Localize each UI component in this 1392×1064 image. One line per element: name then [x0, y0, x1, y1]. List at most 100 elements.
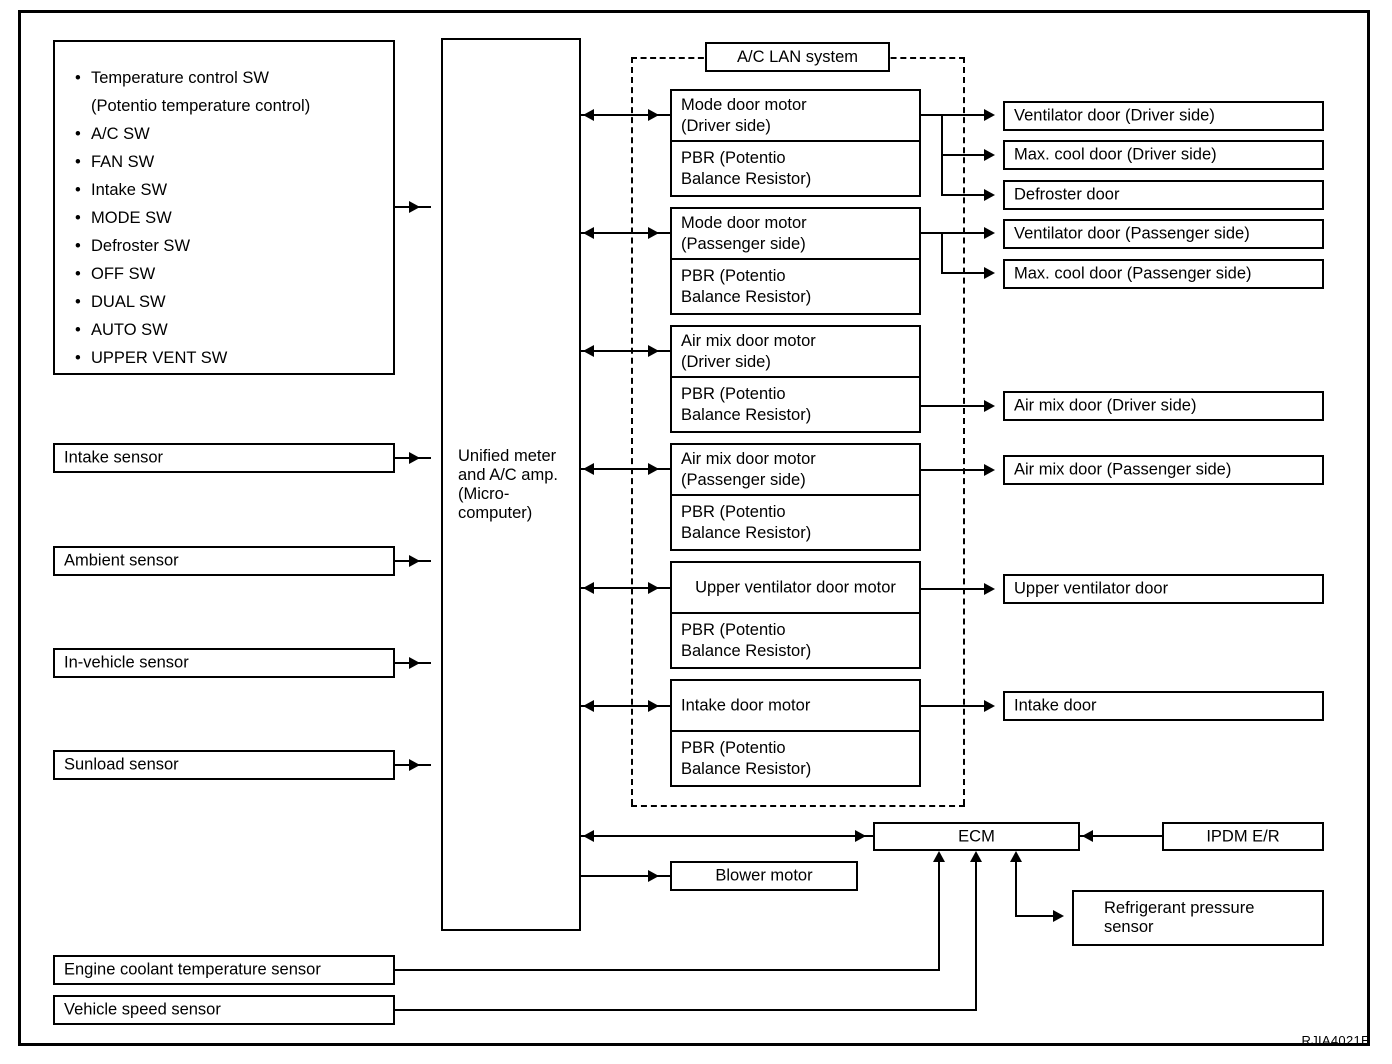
switch-label: Defroster SW	[91, 237, 191, 255]
connector-vehicle-speed-riser	[975, 862, 977, 1011]
output-box-air-mix-door-passenger: Air mix door (Passenger side)	[1003, 455, 1324, 485]
arrowhead-right-icon	[648, 463, 659, 475]
output-label: Ventilator door (Passenger side)	[1014, 224, 1250, 243]
sensor-label: Intake sensor	[64, 448, 164, 467]
arrowhead-right-icon	[648, 700, 659, 712]
arrowhead-right-icon	[409, 657, 420, 669]
pbr-row: PBR (Potentio Balance Resistor)	[672, 496, 919, 549]
switch-item-8: •AUTO SW	[73, 316, 310, 344]
motor-row: Air mix door motor (Driver side)	[672, 327, 919, 378]
output-label: Ventilator door (Driver side)	[1014, 106, 1215, 125]
refrigerant-pressure-sensor-label: Refrigerant pressure sensor	[1104, 899, 1255, 936]
branch-bus-mode-passenger	[941, 232, 943, 274]
output-box-defroster-door: Defroster door	[1003, 180, 1324, 210]
blower-motor-label: Blower motor	[715, 866, 813, 885]
output-label: Max. cool door (Driver side)	[1014, 145, 1217, 164]
switch-item-7: • DUAL SW	[73, 288, 310, 316]
arrowhead-right-icon	[984, 267, 995, 279]
branch-ventilator-driver	[941, 114, 991, 116]
pbr-row: PBR (Potentio Balance Resistor)	[672, 614, 919, 667]
pbr-row: PBR (Potentio Balance Resistor)	[672, 260, 919, 313]
sensor-label: Sunload sensor	[64, 755, 179, 774]
bus-line-air-mix-passenger	[581, 468, 670, 470]
lan-system-label-text: A/C LAN system	[736, 47, 859, 66]
motor-row: Mode door motor (Passenger side)	[672, 209, 919, 260]
ecm-box: ECM	[873, 822, 1080, 851]
motor-label: Air mix door motor (Driver side)	[681, 331, 816, 371]
arrowhead-right-icon	[409, 759, 420, 771]
bullet-icon: •	[75, 321, 81, 339]
arrowhead-left-icon	[583, 582, 594, 594]
sensor-box-in-vehicle: In-vehicle sensor	[53, 648, 395, 678]
connector-amp-blower	[581, 875, 670, 877]
arrowhead-left-icon	[583, 227, 594, 239]
arrowhead-right-icon	[648, 870, 659, 882]
pbr-row: PBR (Potentio Balance Resistor)	[672, 732, 919, 785]
lan-dashed-bottom	[631, 805, 965, 807]
pbr-label: PBR (Potentio Balance Resistor)	[681, 148, 812, 188]
pbr-label: PBR (Potentio Balance Resistor)	[681, 620, 812, 660]
ecm-label: ECM	[958, 827, 995, 845]
lan-system-label: A/C LAN system	[705, 42, 890, 72]
unified-meter-amp-label: Unified meter and A/C amp. (Micro- compu…	[458, 446, 558, 522]
output-label: Max. cool door (Passenger side)	[1014, 264, 1252, 283]
bullet-icon: •	[75, 349, 81, 367]
arrowhead-right-icon	[409, 452, 420, 464]
connector-vehicle-speed-run	[395, 1009, 977, 1011]
output-box-max-cool-door-passenger: Max. cool door (Passenger side)	[1003, 259, 1324, 289]
lan-dashed-top-left	[631, 57, 723, 59]
lan-dashed-right	[963, 57, 965, 805]
bus-line-mode-driver	[581, 114, 670, 116]
switch-label: DUAL SW	[91, 293, 166, 311]
arrowhead-right-icon	[648, 109, 659, 121]
bullet-icon: •	[75, 265, 81, 283]
motor-row: Air mix door motor (Passenger side)	[672, 445, 919, 496]
connector-intake-door	[921, 705, 991, 707]
switch-label: Intake SW	[91, 181, 168, 199]
switch-label: FAN SW	[91, 153, 155, 171]
bullet-icon: •	[75, 293, 81, 311]
connector-upper-ventilator-door	[921, 588, 991, 590]
branch-defroster-door	[941, 194, 991, 196]
lan-unit-upper-ventilator: Upper ventilator door motor PBR (Potenti…	[670, 561, 921, 669]
blower-motor-box: Blower motor	[670, 861, 858, 891]
pbr-label: PBR (Potentio Balance Resistor)	[681, 502, 812, 542]
sensor-label: Engine coolant temperature sensor	[64, 960, 321, 979]
arrowhead-right-icon	[984, 189, 995, 201]
switch-label: OFF SW	[91, 265, 156, 283]
bullet-icon: •	[75, 209, 81, 227]
branch-max-cool-passenger	[941, 272, 991, 274]
motor-row: Intake door motor	[672, 681, 919, 732]
motor-label: Air mix door motor (Passenger side)	[681, 449, 816, 489]
arrowhead-right-icon	[984, 109, 995, 121]
motor-label: Mode door motor (Driver side)	[681, 95, 807, 135]
branch-trunk-mode-passenger	[921, 232, 943, 234]
output-box-max-cool-door-driver: Max. cool door (Driver side)	[1003, 140, 1324, 170]
arrowhead-right-icon	[1053, 910, 1064, 922]
connector-air-mix-driver	[921, 405, 991, 407]
motor-row: Upper ventilator door motor	[672, 563, 919, 614]
connector-refrigerant-run	[1015, 915, 1060, 917]
sensor-box-ambient: Ambient sensor	[53, 546, 395, 576]
switch-item-6: • OFF SW	[73, 260, 310, 288]
lan-unit-intake-door: Intake door motor PBR (Potentio Balance …	[670, 679, 921, 787]
arrowhead-left-icon	[583, 345, 594, 357]
lan-unit-air-mix-driver: Air mix door motor (Driver side) PBR (Po…	[670, 325, 921, 433]
diagram-border	[18, 10, 1370, 1046]
arrowhead-up-icon	[933, 851, 945, 862]
output-label: Air mix door (Passenger side)	[1014, 460, 1232, 479]
bullet-icon: •	[75, 69, 81, 87]
refrigerant-pressure-sensor-box: Refrigerant pressure sensor	[1072, 890, 1324, 946]
output-box-intake-door: Intake door	[1003, 691, 1324, 721]
arrowhead-right-icon	[409, 555, 420, 567]
connector-engine-coolant-riser	[938, 862, 940, 971]
bus-line-air-mix-driver	[581, 350, 670, 352]
switch-list: •Temperature control SW (Potentio temper…	[73, 64, 310, 372]
motor-label: Intake door motor	[681, 696, 811, 714]
output-box-upper-ventilator-door: Upper ventilator door	[1003, 574, 1324, 604]
pbr-label: PBR (Potentio Balance Resistor)	[681, 738, 812, 778]
output-box-ventilator-door-driver: Ventilator door (Driver side)	[1003, 101, 1324, 131]
switch-item-0: •Temperature control SW	[73, 64, 310, 92]
output-label: Air mix door (Driver side)	[1014, 396, 1197, 415]
switch-item-5: •Defroster SW	[73, 232, 310, 260]
